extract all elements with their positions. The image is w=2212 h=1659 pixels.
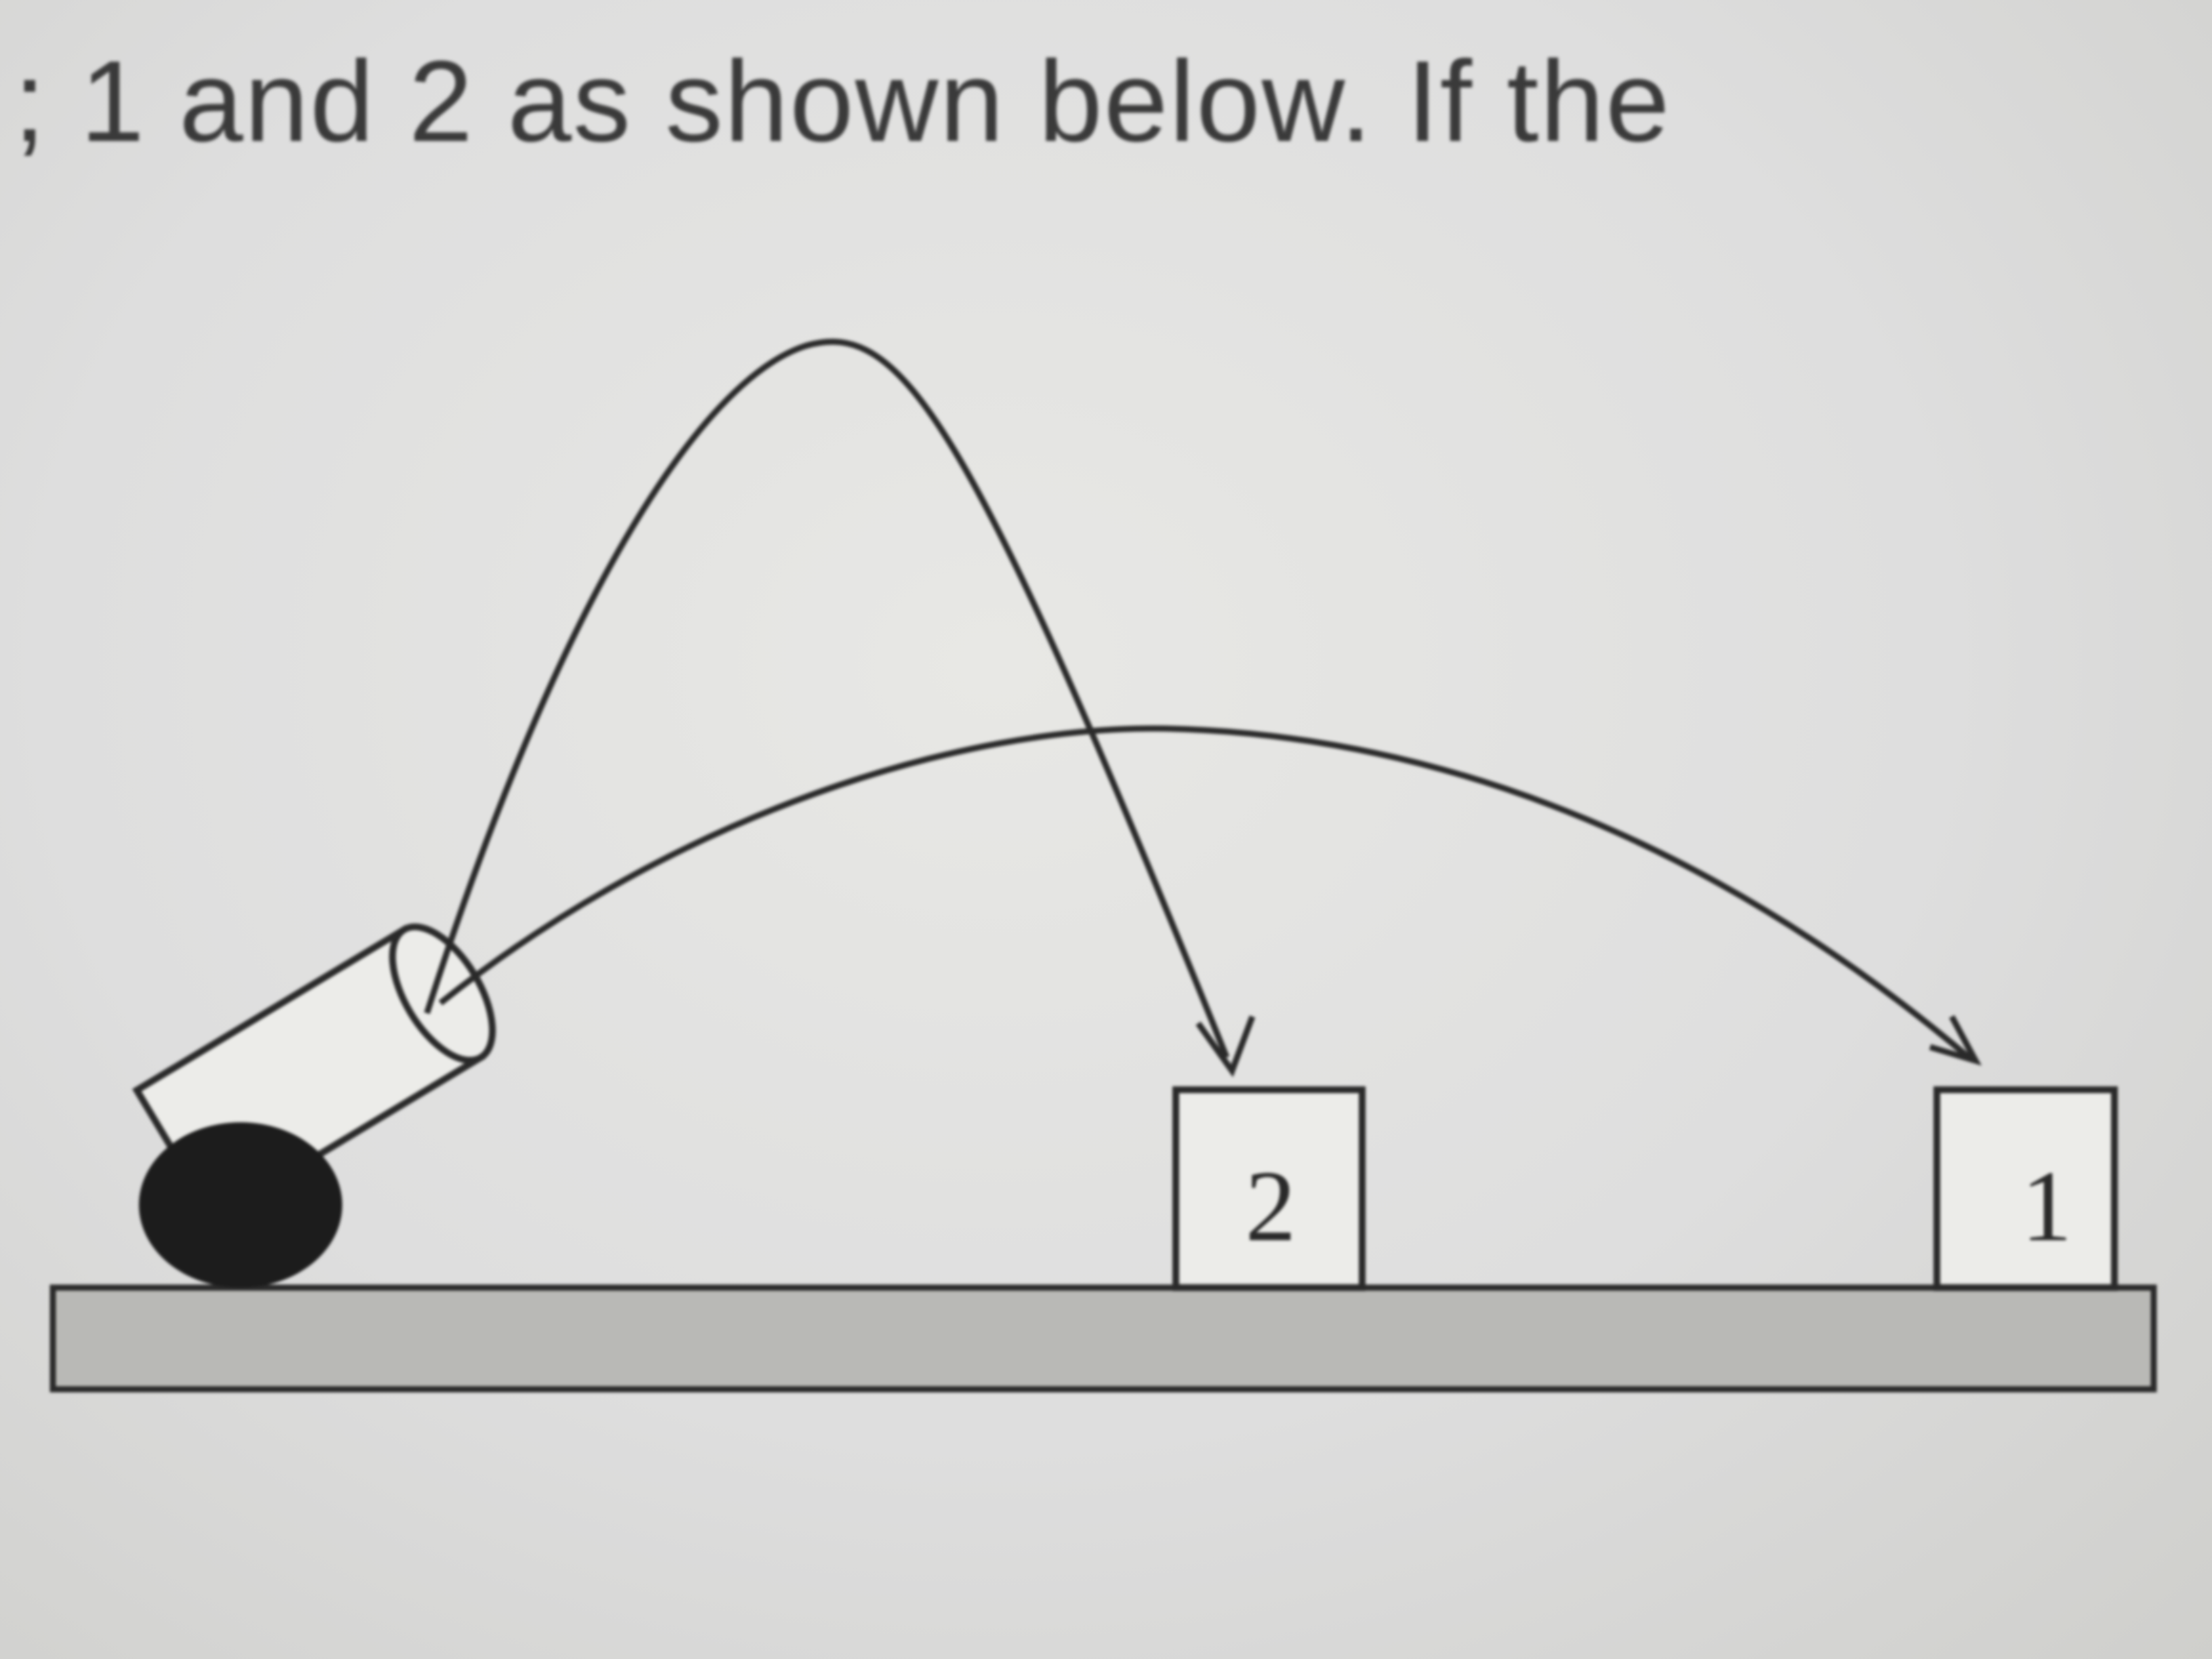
trajectory-low	[438, 725, 1971, 1060]
trajectory-high	[424, 338, 1230, 1059]
question-text: ; 1 and 2 as shown below. If the	[14, 37, 1671, 166]
arrowhead-high	[1195, 1015, 1256, 1078]
arrowhead-low	[1929, 1015, 1982, 1066]
ground-platform	[49, 1284, 2157, 1393]
block-2	[1172, 1086, 1366, 1291]
cannon-wheel	[139, 1122, 342, 1288]
block-2-label: 2	[1246, 1150, 1296, 1263]
block-1	[1933, 1086, 2118, 1291]
block-1-label: 1	[2022, 1150, 2072, 1263]
